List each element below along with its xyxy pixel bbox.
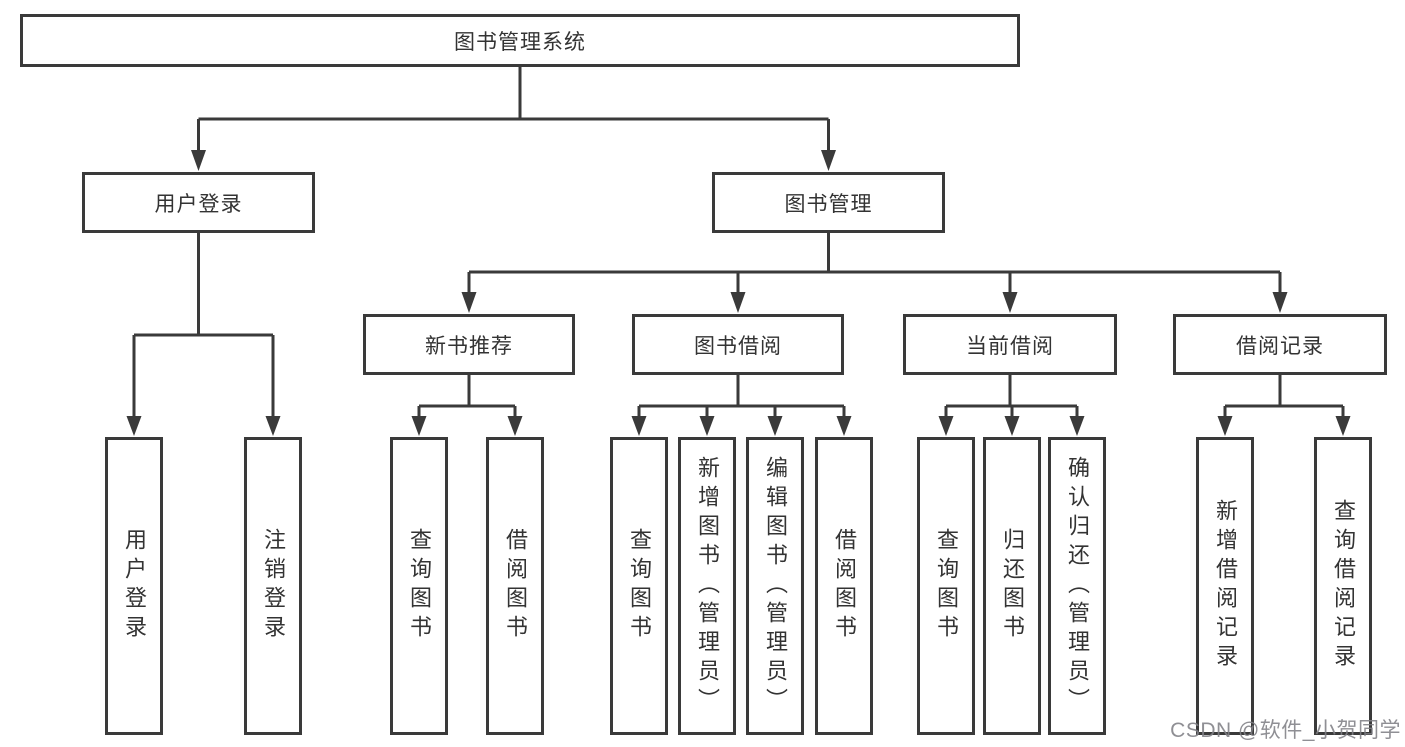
- node-label: 当前借阅: [966, 334, 1054, 358]
- node-label: 图书管理: [784, 192, 873, 216]
- leaf-newbook-borrow-books: 借阅图书: [486, 437, 544, 735]
- node-user-login: 用户登录: [82, 172, 315, 233]
- leaf-current-confirm-return-admin: 确认归还（管理员）: [1048, 437, 1106, 735]
- node-label: 用户登录: [154, 192, 243, 216]
- leaf-label: 用户登录: [122, 528, 147, 644]
- leaf-label: 新增图书（管理员）: [695, 455, 720, 717]
- node-current-borrowing: 当前借阅: [903, 314, 1117, 375]
- node-label: 新书推荐: [425, 334, 513, 358]
- leaf-label: 借阅图书: [832, 528, 857, 644]
- node-book-borrowing: 图书借阅: [632, 314, 844, 375]
- leaf-current-query-books: 查询图书: [917, 437, 975, 735]
- leaf-label: 确认归还（管理员）: [1065, 455, 1090, 717]
- leaf-label: 查询图书: [627, 528, 652, 644]
- node-new-book-recommend: 新书推荐: [363, 314, 575, 375]
- node-book-management: 图书管理: [712, 172, 945, 233]
- node-label: 借阅记录: [1236, 334, 1324, 358]
- leaf-borrow-borrow-books: 借阅图书: [815, 437, 873, 735]
- leaf-logout: 注销登录: [244, 437, 302, 735]
- leaf-records-query-record: 查询借阅记录: [1314, 437, 1372, 735]
- leaf-current-return-books: 归还图书: [983, 437, 1041, 735]
- node-borrowing-records: 借阅记录: [1173, 314, 1387, 375]
- leaf-borrow-add-books-admin: 新增图书（管理员）: [678, 437, 736, 735]
- leaf-label: 查询借阅记录: [1331, 499, 1356, 673]
- node-library-management-system: 图书管理系统: [20, 14, 1020, 67]
- leaf-borrow-query-books: 查询图书: [610, 437, 668, 735]
- leaf-records-add-record: 新增借阅记录: [1196, 437, 1254, 735]
- leaf-label: 注销登录: [261, 528, 286, 644]
- node-label: 图书管理系统: [454, 30, 586, 54]
- leaf-borrow-edit-books-admin: 编辑图书（管理员）: [746, 437, 804, 735]
- leaf-label: 查询图书: [934, 528, 959, 644]
- leaf-label: 归还图书: [1000, 528, 1025, 644]
- leaf-newbook-query-books: 查询图书: [390, 437, 448, 735]
- leaf-label: 编辑图书（管理员）: [763, 455, 788, 717]
- node-label: 图书借阅: [694, 334, 782, 358]
- csdn-watermark: CSDN @软件_小贺同学: [1170, 719, 1401, 742]
- leaf-label: 新增借阅记录: [1213, 499, 1238, 673]
- leaf-user-login: 用户登录: [105, 437, 163, 735]
- leaf-label: 查询图书: [407, 528, 432, 644]
- leaf-label: 借阅图书: [503, 528, 528, 644]
